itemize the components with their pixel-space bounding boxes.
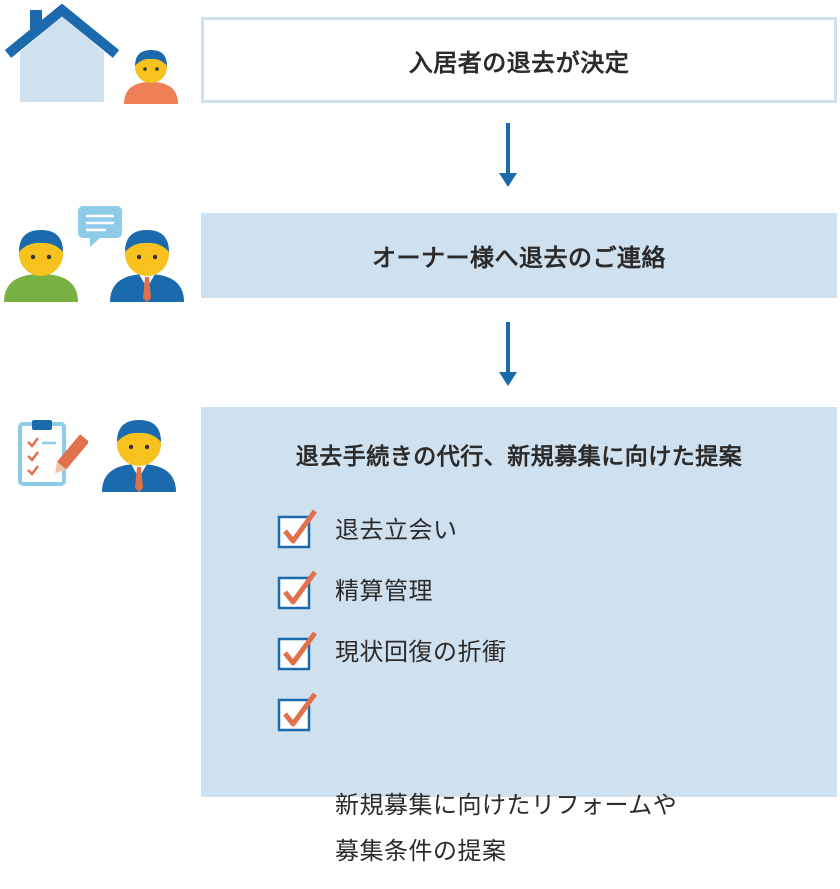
checkbox-checked-icon bbox=[277, 631, 318, 671]
step-3-label: 退去手続きの代行、新規募集に向けた提案 bbox=[295, 444, 743, 470]
staff-icon bbox=[102, 420, 176, 492]
staff-icon bbox=[110, 230, 184, 302]
checkbox-checked-icon bbox=[277, 692, 318, 732]
step-2-label: オーナー様へ退去のご連絡 bbox=[372, 244, 666, 272]
clipboard-checklist-icon bbox=[18, 420, 88, 486]
down-arrow-icon bbox=[499, 322, 517, 386]
list-item: 精算管理 bbox=[277, 568, 677, 614]
house-icon bbox=[4, 4, 120, 102]
list-item-label: 現状回復の折衝 bbox=[335, 638, 507, 666]
list-item-label: 退去立会い bbox=[335, 516, 458, 544]
speech-bubble-icon bbox=[78, 206, 122, 247]
owner-icon bbox=[4, 230, 78, 302]
list-item-label: 新規募集に向けたリフォームや 募集条件の提案 bbox=[335, 791, 678, 865]
tenant-icon bbox=[124, 50, 178, 104]
step-2-box: オーナー様へ退去のご連絡 bbox=[201, 213, 837, 298]
checkbox-checked-icon bbox=[277, 570, 318, 610]
down-arrow-icon bbox=[499, 123, 517, 187]
list-item: 退去立会い bbox=[277, 507, 677, 553]
list-item: 現状回復の折衝 bbox=[277, 629, 677, 675]
list-item-label: 精算管理 bbox=[335, 577, 433, 605]
step-3-box: 退去手続きの代行、新規募集に向けた提案 退去立会い 精算管理 現状回復の折衝 bbox=[201, 407, 837, 865]
step-1-label: 入居者の退去が決定 bbox=[408, 48, 630, 77]
list-item: 新規募集に向けたリフォームや 募集条件の提案 bbox=[277, 690, 677, 874]
checkbox-checked-icon bbox=[277, 509, 318, 549]
step-1-box: 入居者の退去が決定 bbox=[201, 17, 837, 103]
task-checklist: 退去立会い 精算管理 現状回復の折衝 新規募集に向けたリフォームや 募集条件の提… bbox=[277, 507, 677, 889]
